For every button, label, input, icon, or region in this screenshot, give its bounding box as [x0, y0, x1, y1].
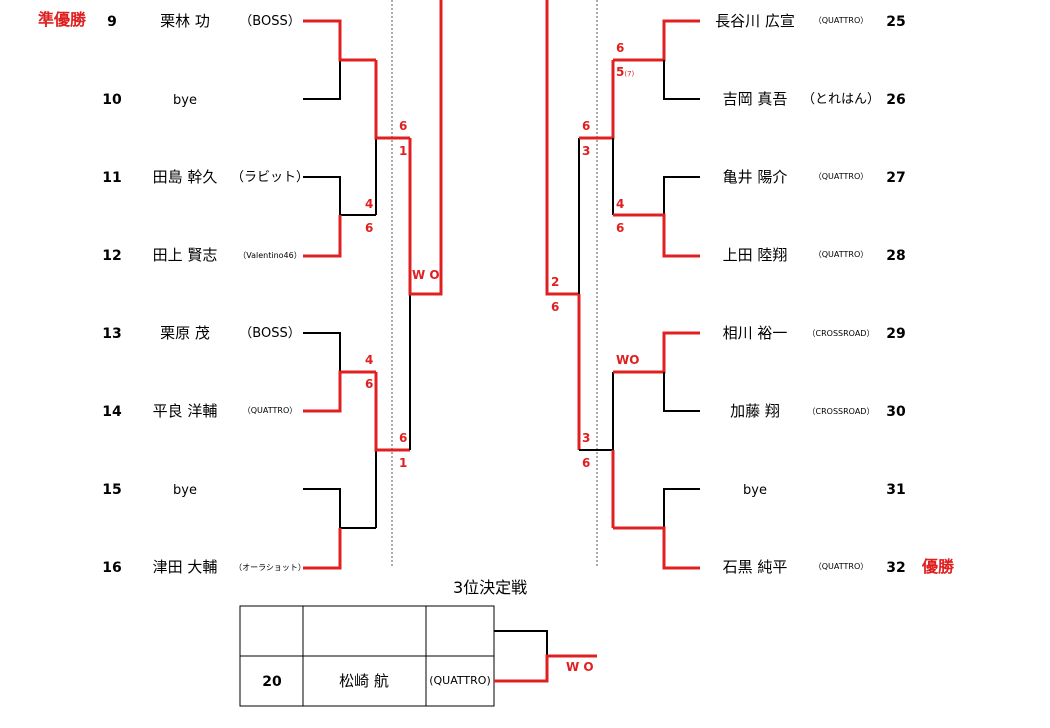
player-name: 田上 賢志 [152, 246, 218, 264]
right-r1-m1-top-line [613, 19, 700, 62]
left-r1-m3-bottom-line [303, 370, 376, 413]
left-r2-m1-top-line [374, 60, 410, 140]
score: 2 [551, 275, 560, 289]
seed-number: 32 [886, 560, 906, 576]
player-name: 栗林 功 [160, 12, 210, 30]
seed-number: 25 [886, 14, 906, 30]
third-place-title: 3位決定戦 [453, 578, 528, 597]
club-name: （QUATTRO） [242, 406, 298, 415]
right-r1-m2-top-line [663, 176, 700, 215]
player-name: bye [743, 483, 767, 498]
score: 3 [582, 431, 591, 445]
club-name: （QUATTRO） [813, 172, 869, 181]
player-name: 石黒 純平 [722, 558, 788, 576]
seed-number: 10 [102, 92, 122, 108]
left-r1-m4-top-line [303, 488, 376, 529]
club-name: （CROSSROAD） [807, 329, 875, 338]
score: 4 [365, 353, 374, 367]
player-name: 田島 幹久 [152, 168, 218, 186]
player-name: 栗原 茂 [160, 324, 210, 342]
left-r2-m2-top-line [374, 372, 410, 452]
seed-number: 30 [886, 404, 906, 420]
score: 6 [551, 300, 560, 314]
runner-up-label: 準優勝 [38, 10, 87, 29]
right-r1-m1-bottom-line [663, 60, 700, 100]
seed-number: 16 [102, 560, 122, 576]
left-r1-m2-bottom-line [303, 215, 342, 258]
left-r1-m4-bottom-line [303, 528, 342, 570]
club-name: （オーラショット） [234, 563, 306, 572]
champion-label: 優勝 [922, 557, 955, 576]
seed-number: 27 [886, 170, 906, 186]
player-name: bye [173, 483, 197, 498]
score: 6 [616, 221, 625, 235]
score: 1 [399, 144, 408, 158]
player-name: 津田 大輔 [152, 558, 218, 576]
seed-number: 31 [886, 482, 906, 498]
left-sf-top-line [408, 0, 443, 296]
seed-number: 15 [102, 482, 122, 498]
right-r1-m4-top-line [663, 488, 700, 528]
score: 6 [399, 119, 408, 133]
tiebreak-score: (7) [624, 70, 635, 78]
score: 6 [616, 41, 625, 55]
left-r1-m1-top-line [303, 19, 376, 62]
score: 6 [399, 431, 408, 445]
club-name: （ラビット） [230, 170, 309, 185]
left-r1-m1-bottom-line [303, 60, 341, 100]
player-name: 吉岡 真吾 [722, 90, 788, 108]
score: 6 [582, 119, 591, 133]
player-name: 相川 裕一 [722, 324, 788, 342]
right-r1-m3-top-line [613, 331, 700, 374]
club-name: （QUATTRO） [813, 562, 869, 571]
score: 3 [582, 144, 591, 158]
player-name: 長谷川 広宣 [715, 12, 795, 30]
seed-number: 11 [102, 170, 122, 186]
club-name: （QUATTRO） [813, 16, 869, 25]
score: WO [616, 353, 640, 367]
right-sf-line [545, 0, 579, 296]
club-name: （BOSS） [239, 326, 301, 341]
club-name: （QUATTRO） [813, 250, 869, 259]
score: 6 [582, 456, 591, 470]
score: W O [412, 268, 440, 282]
club-name: (QUATTRO) [429, 674, 491, 687]
right-r1-m3-bottom-line [663, 372, 700, 412]
third-place-bottom-line [494, 654, 597, 683]
seed-number: 26 [886, 92, 906, 108]
player-name: 松崎 航 [339, 672, 389, 690]
score: 4 [365, 197, 374, 211]
seed-number: 9 [107, 14, 117, 30]
right-r1-m4-bottom-line [613, 526, 700, 570]
player-name: 加藤 翔 [730, 402, 780, 420]
score: 6 [365, 221, 374, 235]
club-name: （BOSS） [239, 14, 301, 29]
player-name: 上田 陸翔 [722, 246, 788, 264]
club-name: （とれはん） [801, 92, 880, 107]
score: 6 [365, 377, 374, 391]
club-name: （CROSSROAD） [807, 407, 875, 416]
seed-number: 29 [886, 326, 906, 342]
seed-number: 13 [102, 326, 122, 342]
seed-number: 14 [102, 404, 122, 420]
left-r1-m3-top-line [303, 332, 341, 372]
seed-number: 28 [886, 248, 906, 264]
score: 4 [616, 197, 625, 211]
score-with-tiebreak: 5(7) [616, 66, 634, 78]
right-r1-m2-bottom-line [613, 213, 700, 258]
third-place-top-line [494, 630, 548, 656]
left-r1-m2-top-line [303, 176, 376, 216]
seed-number: 12 [102, 248, 122, 264]
score: 1 [399, 456, 408, 470]
player-name: 平良 洋輔 [152, 402, 218, 420]
seed-number: 20 [262, 674, 282, 690]
player-name: bye [173, 93, 197, 108]
club-name: （Valentino46） [238, 251, 302, 260]
score: 5 [616, 65, 625, 79]
score: W O [566, 660, 594, 674]
player-name: 亀井 陽介 [722, 168, 788, 186]
